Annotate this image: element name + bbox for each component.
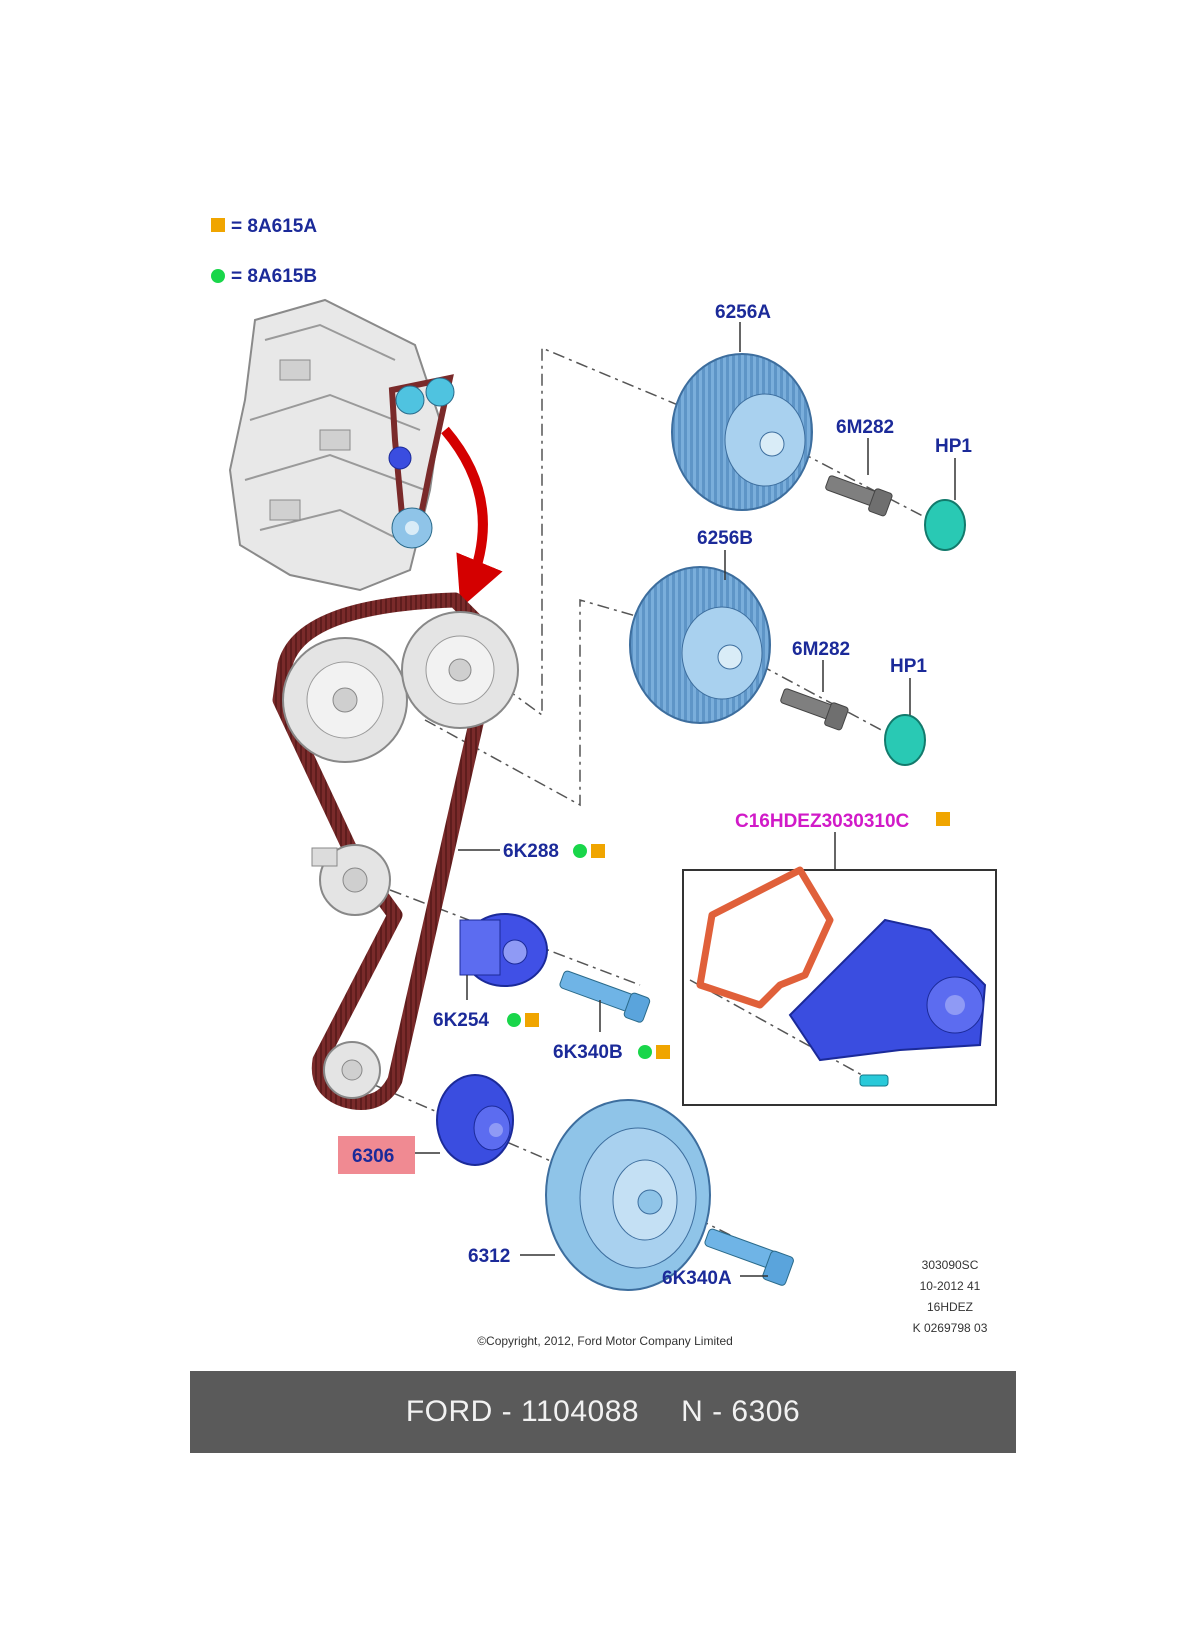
- label-6256b: 6256B: [697, 528, 753, 549]
- water-pump-body: [788, 918, 987, 1087]
- label-6k340a: 6K340A: [662, 1268, 732, 1289]
- engine-block-illustration: [228, 298, 455, 592]
- ref-line-2: 10-2012 41: [920, 1279, 981, 1293]
- copyright-text: ©Copyright, 2012, Ford Motor Company Lim…: [477, 1334, 733, 1348]
- marker-orange-square: [591, 844, 605, 858]
- vvt-sprocket-a: [671, 353, 813, 511]
- tensioner-6k254: [459, 913, 548, 987]
- ref-line-4: K 0269798 03: [913, 1321, 988, 1335]
- crankshaft-pulley-6312: [545, 1099, 711, 1291]
- footer-bar: FORD - 1104088 N - 6306: [190, 1371, 1016, 1453]
- vvt-sprocket-b: [629, 566, 771, 724]
- label-6306: 6306: [352, 1146, 394, 1167]
- bolt-6k340b: [559, 970, 651, 1023]
- marker-orange-square: [936, 812, 950, 826]
- label-water-pump-kit: C16HDEZ3030310C: [735, 811, 910, 832]
- reference-block: 303090SC 10-2012 41 16HDEZ K 0269798 03: [913, 1258, 988, 1335]
- red-zoom-arrow: [441, 426, 503, 609]
- water-pump-kit-box: [682, 869, 997, 1106]
- label-6k254: 6K254: [433, 1010, 489, 1031]
- part-6306-highlight: [338, 1136, 415, 1174]
- legend-item-a: = 8A615A: [231, 216, 317, 237]
- label-6k288: 6K288: [503, 841, 559, 862]
- crankshaft-sprocket-6306: [436, 1074, 514, 1166]
- cap-hp1-a: [924, 499, 966, 551]
- ref-line-3: 16HDEZ: [927, 1300, 973, 1314]
- water-pump-gasket: [696, 866, 834, 1009]
- label-hp1-a: HP1: [935, 436, 972, 457]
- marker-orange-square: [525, 1013, 539, 1027]
- marker-green-dot: [638, 1045, 652, 1059]
- footer-part-number: FORD - 1104088: [405, 1395, 640, 1428]
- marker-green-dot: [507, 1013, 521, 1027]
- label-6312: 6312: [468, 1246, 510, 1267]
- legend: = 8A615A = 8A615B: [211, 216, 317, 287]
- camshaft-sprockets-assembly: [282, 611, 519, 763]
- legend-green-dot: [211, 269, 225, 283]
- legend-orange-square: [211, 218, 225, 232]
- legend-item-b: = 8A615B: [231, 266, 317, 287]
- marker-green-dot: [573, 844, 587, 858]
- belt-idler-pulleys: [311, 844, 391, 1099]
- bolt-6m282-b: [780, 688, 849, 731]
- bolt-6k340a: [704, 1228, 794, 1286]
- timing-belt: [272, 592, 503, 1110]
- ref-line-1: 303090SC: [922, 1258, 979, 1272]
- label-6256a: 6256A: [715, 302, 771, 323]
- label-hp1-b: HP1: [890, 656, 927, 677]
- cap-hp1-b: [884, 714, 926, 766]
- label-6m282-a: 6M282: [836, 417, 894, 438]
- bolt-6m282-a: [825, 475, 893, 517]
- marker-orange-square: [656, 1045, 670, 1059]
- label-6k340b: 6K340B: [553, 1042, 623, 1063]
- footer-reference: N - 6306: [681, 1395, 801, 1428]
- label-6m282-b: 6M282: [792, 639, 850, 660]
